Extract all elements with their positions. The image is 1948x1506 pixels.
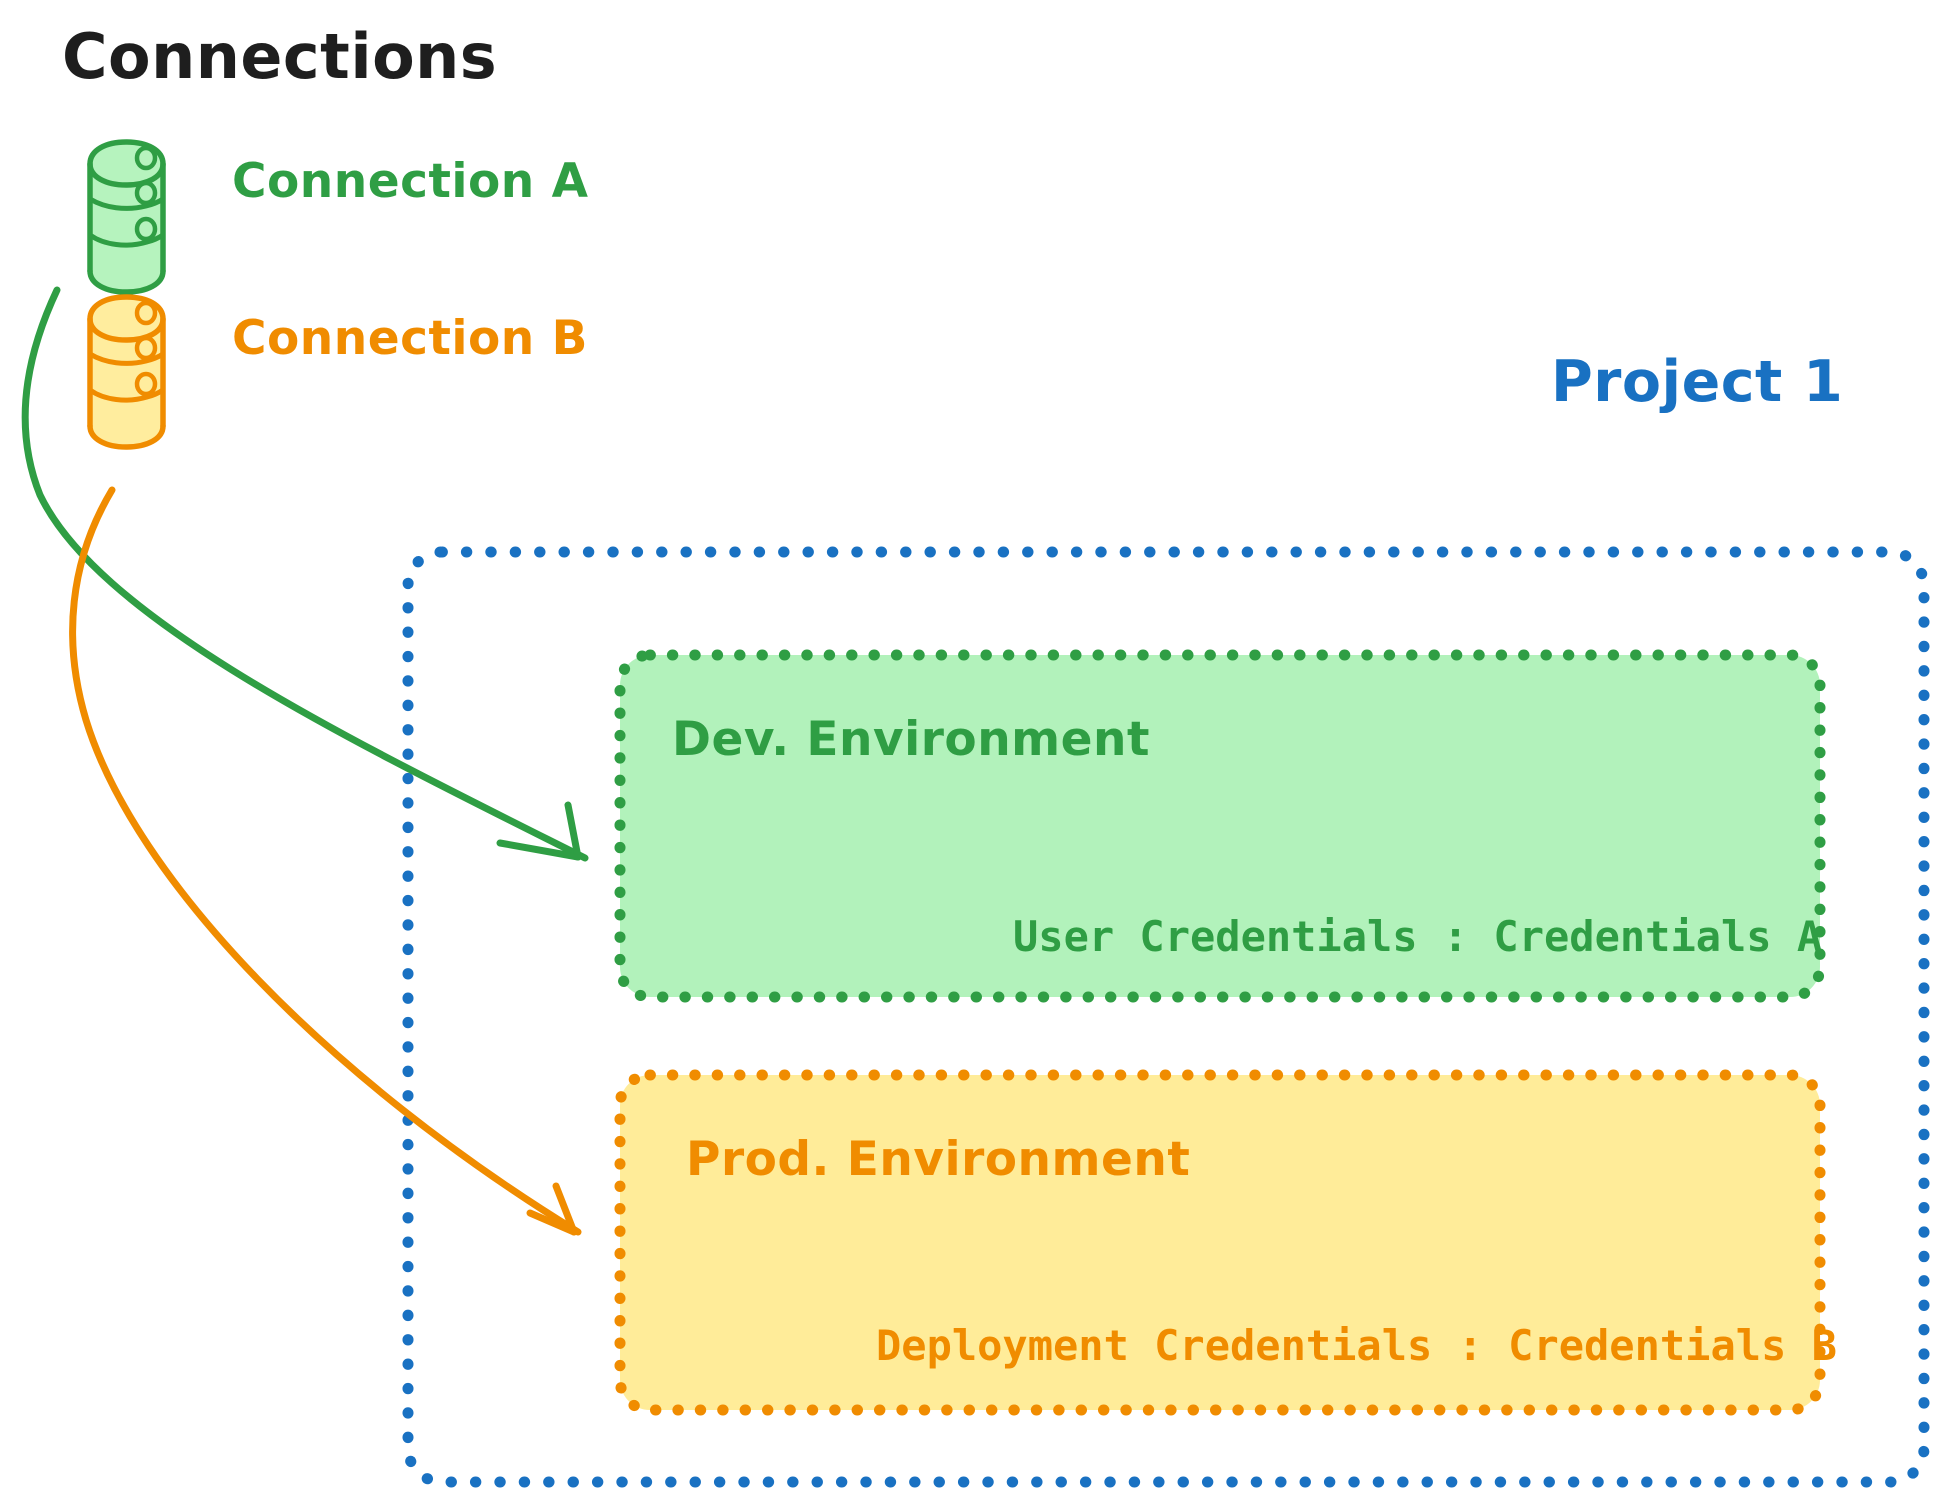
dev-environment-dotted-border [614,649,1826,1003]
prod-environment-box[interactable] [614,1069,1826,1416]
project-dotted-border [402,546,1930,1488]
arrow-connection-a-to-dev [21,286,589,862]
prod-credentials-line: Deployment Credentials : Credentials B [876,1321,1837,1370]
project-container [402,546,1930,1488]
database-icon-connection-b [87,294,166,450]
page-title: Connections [62,20,497,93]
dev-credentials-line: User Credentials : Credentials A [1013,912,1822,961]
dev-environment-title: Dev. Environment [672,712,1150,767]
connection-a-label: Connection A [232,154,589,209]
dev-environment-box[interactable] [614,649,1826,1003]
connection-b-label: Connection B [232,311,588,366]
dev-environment-fill [620,655,1820,997]
prod-environment-fill [620,1075,1820,1410]
arrow-connection-b-to-prod [69,486,582,1236]
prod-environment-title: Prod. Environment [686,1132,1190,1187]
prod-environment-dotted-border [614,1069,1826,1416]
project-title: Project 1 [1551,349,1843,415]
database-icon-connection-a [87,139,166,295]
